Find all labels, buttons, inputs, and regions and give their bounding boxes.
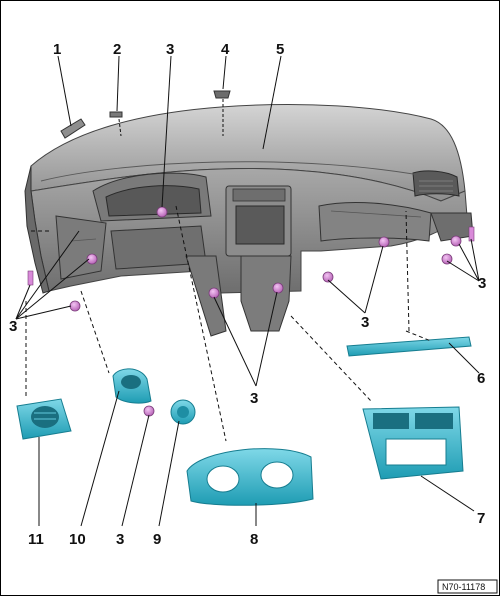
clip-icon <box>156 206 168 218</box>
part-2-clip <box>109 111 123 118</box>
callout-3-left: 3 <box>9 318 17 335</box>
screw-icon <box>468 226 475 242</box>
part-1-bracket <box>60 118 86 139</box>
air-vent-icon <box>16 398 72 440</box>
clip-icon <box>69 300 81 312</box>
callout-3-center: 3 <box>361 314 369 331</box>
center-vent-trim <box>362 406 464 480</box>
callout-10: 10 <box>69 531 86 548</box>
clip-icon <box>441 253 453 265</box>
switch-housing <box>112 368 152 404</box>
clip-icon <box>86 253 98 265</box>
figure-id: N70-11178 <box>442 582 485 592</box>
clip-icon <box>378 236 390 248</box>
clip-icon <box>450 235 462 247</box>
clip-icon <box>322 271 334 283</box>
screw-icon <box>27 270 34 286</box>
callout-2: 2 <box>113 41 121 58</box>
callout-6: 6 <box>477 370 485 387</box>
clip-icon <box>208 287 220 299</box>
callout-3-lower: 3 <box>250 390 258 407</box>
leader-lines <box>15 55 480 527</box>
callout-4: 4 <box>221 41 230 58</box>
callout-3-bottom: 3 <box>116 531 124 548</box>
callout-3-top: 3 <box>166 41 174 58</box>
callout-8: 8 <box>250 531 258 548</box>
clip-icon <box>272 282 284 294</box>
callout-11: 11 <box>28 531 44 548</box>
instrument-cluster-trim-icon <box>186 448 314 506</box>
callout-1: 1 <box>53 41 61 58</box>
clip-icon <box>143 405 155 417</box>
callout-7: 7 <box>477 510 485 527</box>
dashboard-assembly <box>24 103 474 337</box>
light-switch-knob <box>170 399 196 425</box>
callout-labels: 1 2 3 4 5 3 3 3 6 3 7 8 9 3 10 11 <box>9 41 486 548</box>
callout-3-right: 3 <box>478 275 486 292</box>
part-4-sensor <box>213 90 231 99</box>
figure-id-box: N70-11178 <box>437 579 498 594</box>
callout-5: 5 <box>276 41 284 58</box>
callout-9: 9 <box>153 531 161 548</box>
